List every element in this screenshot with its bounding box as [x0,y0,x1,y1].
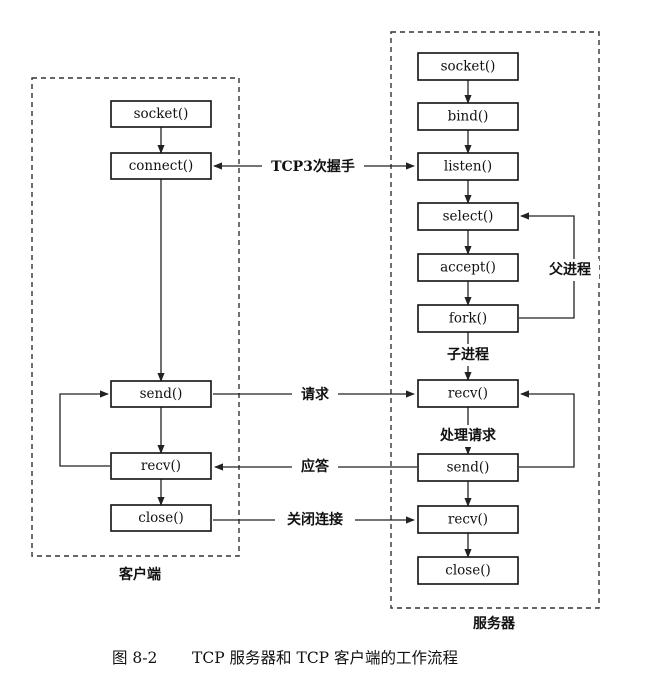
server-close-box: close() [417,556,519,585]
svg-text:bind(): bind() [448,109,489,125]
server-select-box: select() [417,202,519,231]
figure-caption: TCP 服务器和 TCP 客户端的工作流程 [192,649,458,667]
svg-text:send(): send() [447,460,490,476]
svg-text:close(): close() [445,563,490,579]
client-send-box: send() [110,380,212,408]
svg-text:socket(): socket() [134,106,189,122]
label-handle-request: 处理请求 [439,427,497,444]
client-recv-box: recv() [110,452,212,480]
svg-text:connect(): connect() [129,158,194,174]
server-recv2-box: recv() [417,505,519,534]
server-label: 服务器 [473,615,516,632]
svg-text:recv(): recv() [448,386,488,402]
svg-text:accept(): accept() [440,260,496,276]
label-parent-process: 父进程 [548,262,591,278]
server-fork-box: fork() [417,304,519,333]
svg-text:select(): select() [443,209,494,225]
label-response: 应答 [301,458,330,475]
svg-text:recv(): recv() [448,512,488,528]
svg-text:listen(): listen() [444,159,492,175]
client-socket-box: socket() [110,100,212,128]
server-bind-box: bind() [417,102,519,131]
svg-text:fork(): fork() [449,311,487,327]
label-child-process: 子进程 [447,347,489,363]
svg-text:send(): send() [140,386,183,402]
server-socket-box: socket() [417,52,519,81]
edge-client-loop [59,390,110,467]
server-recv-box: recv() [417,379,519,408]
edge-server-child-loop [519,390,575,468]
client-frame [31,77,240,557]
server-accept-box: accept() [417,253,519,282]
server-listen-box: listen() [417,152,519,181]
label-close-connection: 关闭连接 [287,511,343,528]
figure-number: 图 8-2 [112,649,157,667]
client-close-box: close() [110,504,212,532]
label-handshake: TCP3次握手 [271,158,355,175]
client-label: 客户端 [118,566,161,583]
svg-text:recv(): recv() [141,458,181,474]
svg-text:socket(): socket() [441,59,496,75]
client-connect-box: connect() [110,152,212,180]
label-request: 请求 [301,386,330,403]
svg-text:close(): close() [138,510,183,526]
server-send-box: send() [417,453,519,482]
server-frame [390,31,600,609]
